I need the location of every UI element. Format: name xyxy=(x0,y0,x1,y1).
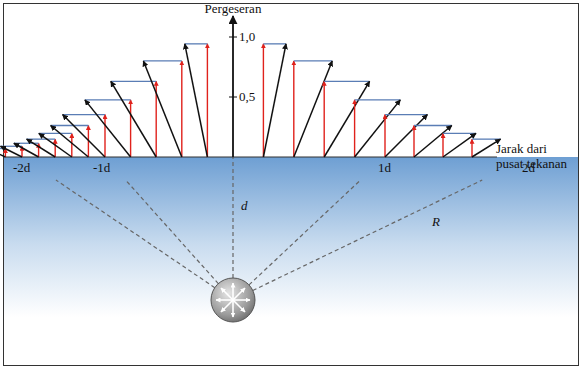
vertical-component xyxy=(71,133,72,157)
displacement-arrow xyxy=(414,126,452,157)
vector-group xyxy=(1,146,22,157)
distance-tick: -1d xyxy=(93,160,110,175)
horizontal-component xyxy=(324,81,369,82)
displacement-arrow xyxy=(63,115,105,157)
vertical-component xyxy=(293,61,294,157)
distance-line xyxy=(253,180,482,290)
vector-group xyxy=(263,44,286,157)
pressure-source xyxy=(211,278,255,322)
axis-title: Pergeseran xyxy=(205,1,262,16)
vertical-component xyxy=(55,139,56,157)
vertical-component xyxy=(354,100,355,157)
vertical-component xyxy=(38,143,39,157)
horizontal-component xyxy=(385,114,427,115)
distance-tick: 2d xyxy=(522,160,535,175)
vector-group xyxy=(51,126,89,157)
ground xyxy=(4,157,578,317)
displacement-arrow xyxy=(85,100,131,157)
horizontal-component xyxy=(472,138,501,139)
vector-group xyxy=(443,133,476,157)
depth-label: d xyxy=(241,198,248,213)
vector-group xyxy=(143,61,181,157)
horizontal-component xyxy=(111,81,156,82)
vector-group xyxy=(85,100,131,157)
vector-group xyxy=(294,61,332,157)
axis-value: 0,5 xyxy=(239,89,255,104)
vertical-component xyxy=(104,115,105,157)
horizontal-component xyxy=(414,125,452,126)
axis-tick xyxy=(229,97,237,98)
horizontal-component xyxy=(85,99,131,100)
horizontal-component xyxy=(143,60,181,61)
distance-lines xyxy=(56,157,482,290)
vector-group xyxy=(39,133,72,157)
horizontal-component xyxy=(185,43,208,44)
horizontal-component xyxy=(294,60,332,61)
distance-tick: 1d xyxy=(378,160,391,175)
vertical-component xyxy=(181,61,182,157)
vector-group xyxy=(14,143,39,157)
vertical-component xyxy=(384,115,385,157)
radius-label: R xyxy=(432,214,440,229)
horizontal-component xyxy=(39,133,72,134)
displacement-arrow xyxy=(0,148,5,157)
vector-group xyxy=(0,148,5,157)
horizontal-component xyxy=(27,138,56,139)
vertical-component xyxy=(471,139,472,157)
displacement-arrow xyxy=(111,81,156,157)
displacement-arrow xyxy=(14,143,39,157)
displacement-arrow xyxy=(39,133,72,157)
vector-group xyxy=(63,115,105,157)
vertical-component xyxy=(413,126,414,157)
horizontal-component xyxy=(51,125,89,126)
vertical-component xyxy=(324,81,325,157)
displacement-arrow xyxy=(51,126,89,157)
displacement-vectors xyxy=(0,44,501,157)
depth-line xyxy=(232,157,233,278)
vertical-component xyxy=(207,44,208,157)
distance-line xyxy=(249,180,361,285)
frame xyxy=(4,4,579,366)
displacement-arrow xyxy=(143,61,181,157)
displacement-arrow xyxy=(294,61,332,157)
vertical-component xyxy=(130,100,131,157)
horizontal-component xyxy=(443,133,476,134)
axis-tick xyxy=(229,37,237,38)
displacement-arrow xyxy=(185,44,208,157)
distance-line xyxy=(126,180,219,284)
horizontal-component xyxy=(355,99,401,100)
vector-group xyxy=(185,44,208,157)
horizontal-component xyxy=(263,43,286,44)
vector-group xyxy=(414,126,452,157)
displacement-arrow xyxy=(1,146,22,157)
vertical-component xyxy=(263,44,264,157)
axis-value: 1,0 xyxy=(239,29,255,44)
surface-line xyxy=(5,156,497,157)
distance-tick: -2d xyxy=(13,160,30,175)
vector-group xyxy=(111,81,156,157)
displacement-arrow xyxy=(443,133,476,157)
distance-line xyxy=(56,180,215,288)
horizontal-component xyxy=(63,114,105,115)
displacement-arrow xyxy=(263,44,286,157)
axis-title: Jarak dari pusat tekanan xyxy=(496,141,576,171)
vertical-component xyxy=(442,133,443,157)
